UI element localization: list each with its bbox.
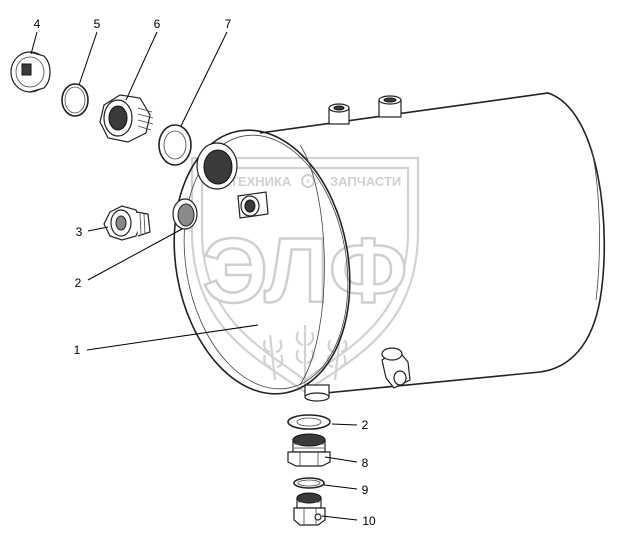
callout-label-8: 8 bbox=[362, 456, 369, 470]
callout-label-1: 1 bbox=[74, 343, 81, 357]
front-small-port bbox=[172, 198, 198, 230]
threaded-boss bbox=[237, 191, 269, 219]
callout-label-10: 10 bbox=[362, 514, 376, 528]
callout-label-9: 9 bbox=[362, 483, 369, 497]
callout-label-2-bottom: 2 bbox=[362, 418, 369, 432]
washer-7 bbox=[158, 124, 192, 166]
plug-3 bbox=[103, 205, 151, 241]
adapter-8 bbox=[287, 433, 331, 467]
top-fitting-left bbox=[328, 103, 350, 125]
washer-2-bottom bbox=[287, 414, 331, 430]
callout-labels: 1 2 3 4 5 6 7 2 8 9 10 bbox=[34, 17, 376, 528]
wheat-ear-icon bbox=[263, 325, 348, 385]
plug-4 bbox=[10, 51, 51, 93]
sealing-ring-9 bbox=[293, 477, 325, 489]
bottom-boss bbox=[304, 384, 330, 402]
plug-10 bbox=[293, 492, 326, 526]
top-fitting-right bbox=[378, 95, 402, 118]
leader-lines bbox=[30, 31, 358, 521]
callout-label-5: 5 bbox=[94, 17, 101, 31]
side-drain-fitting bbox=[381, 347, 411, 389]
callout-label-2: 2 bbox=[75, 276, 82, 290]
receiver-tank bbox=[172, 92, 606, 402]
watermark-brand: ЭЛФ bbox=[202, 220, 407, 322]
adapter-6 bbox=[99, 94, 154, 143]
front-large-port bbox=[196, 142, 238, 190]
watermark-left-word: ТЕХНИКА bbox=[230, 174, 292, 189]
callout-label-3: 3 bbox=[76, 225, 83, 239]
callout-label-7: 7 bbox=[225, 17, 232, 31]
watermark: ТЕХНИКА ЗАПЧАСТИ ЭЛФ bbox=[190, 156, 420, 394]
gear-icon bbox=[300, 173, 316, 189]
sealing-ring-5 bbox=[61, 83, 89, 117]
callout-label-6: 6 bbox=[154, 17, 161, 31]
callout-label-4: 4 bbox=[34, 17, 41, 31]
watermark-right-word: ЗАПЧАСТИ bbox=[330, 174, 401, 189]
